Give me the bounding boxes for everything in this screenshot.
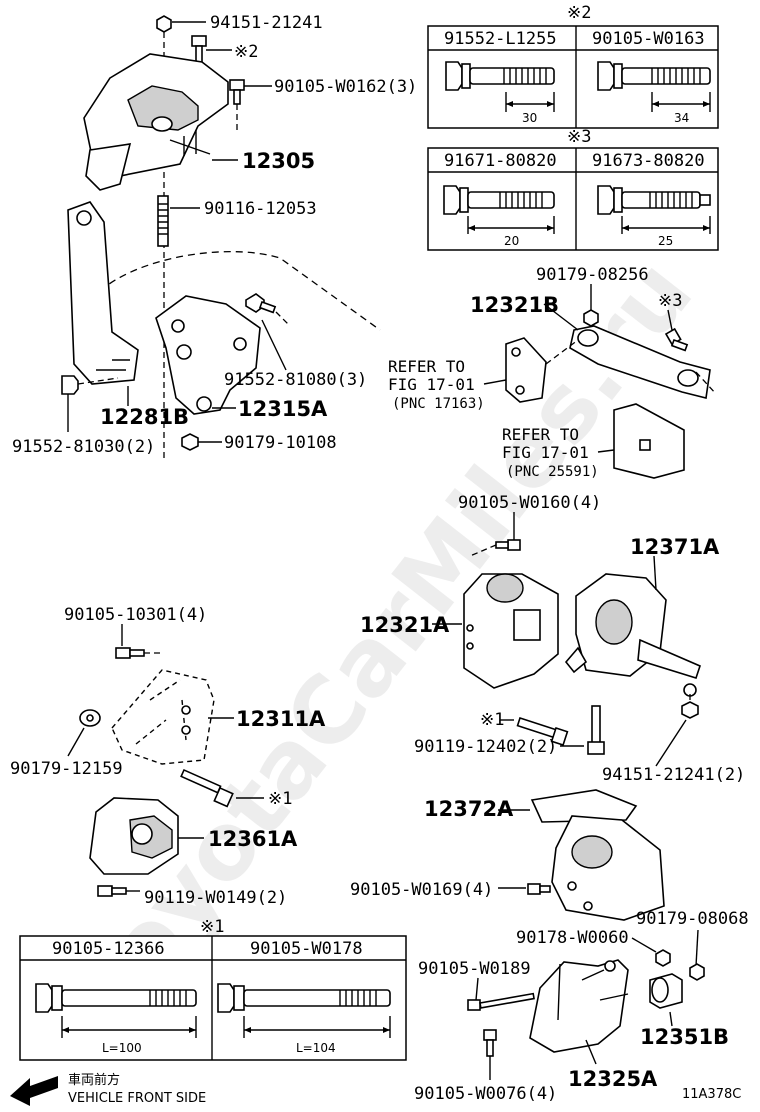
bolt-icon [115,647,145,659]
bolt-icon [664,327,689,352]
refer1-line1: REFER TO [388,357,465,376]
direction-jp: 車両前方 [68,1072,120,1088]
nut-icon [681,701,699,719]
engine-mount-upper-assembly: 94151-21241 ※2 90105-W0162(3) 12305 9011… [12,13,417,460]
bolt-icon [443,185,555,234]
bolt-icon [597,185,711,234]
label-91552-81030: 91552-81030(2) [12,437,155,457]
label-90119-W0149: 90119-W0149(2) [144,888,287,908]
transmission-mount-assembly: 12372A 90105-W0169(4) 90179-08068 90178-… [350,789,749,1104]
label-90119-12402: 90119-12402(2) [414,737,557,757]
label-94151-21241: 94151-21241 [210,13,323,33]
bolt-icon [483,1029,497,1057]
label-90105-W0189: 90105-W0189 [418,959,531,979]
refer2-line3: (PNC 25591) [506,464,599,480]
label-90116-12053: 90116-12053 [204,199,317,219]
refer1-line3: (PNC 17163) [392,396,485,412]
label-12315A: 12315A [238,397,328,421]
table-note2-dim-2: 34 [674,111,689,125]
label-12371A: 12371A [630,535,720,559]
nut-icon [689,963,705,981]
table-note1-part-2: 90105-W0178 [250,939,363,959]
label-12321A: 12321A [360,613,450,637]
label-note1-b: ※1 [268,789,292,809]
label-12321B: 12321B [470,293,559,317]
bolt-table-note1: ※1 90105-12366 90105-W0178 L=100 L=10 [19,917,407,1061]
bolt-icon [191,35,207,67]
bolt-icon [229,79,245,105]
bolt-icon [217,983,391,1038]
diagram-code: 11A378C [682,1087,741,1102]
bolt-icon [97,885,127,897]
table-note3-part-1: 91671-80820 [444,151,557,171]
refer2-line2: FIG 17-01 [502,443,589,462]
table-note3-part-2: 91673-80820 [592,151,705,171]
table-note2-mark: ※2 [567,3,591,23]
bolt-icon [516,705,605,755]
label-90179-08068: 90179-08068 [636,909,749,929]
bolt-table-note3: ※3 91671-80820 91673-80820 20 [427,127,719,251]
refer-block-1: REFER TO FIG 17-01 (PNC 17163) [388,357,507,412]
refer1-line2: FIG 17-01 [388,375,475,394]
label-12305: 12305 [242,149,315,173]
stud-icon [157,195,169,247]
label-12325A: 12325A [568,1067,658,1091]
label-90179-12159: 90179-12159 [10,759,123,779]
engine-mount-12321A-assembly: 90105-W0160(4) 12321A 12371A ※1 90119-12… [360,493,745,785]
label-90105-W0160: 90105-W0160(4) [458,493,601,513]
table-note3-mark: ※3 [567,127,591,147]
bolt-icon [180,768,234,808]
nut-icon [181,433,199,451]
bolt-icon [495,539,521,551]
bolt-icon [467,992,535,1011]
label-94151-21241-2: 94151-21241(2) [602,765,745,785]
arrow-left-icon [10,1076,58,1106]
bolt-table-note2: ※2 91552-L1255 90105-W0163 30 [427,3,719,129]
bolt-icon [527,883,551,895]
table-note2-dim-1: 30 [522,111,537,125]
torque-rod-assembly: 12321B 90179-08256 ※3 [470,265,717,479]
label-12351B: 12351B [640,1025,729,1049]
label-12361A: 12361A [208,827,298,851]
direction-en: VEHICLE FRONT SIDE [68,1091,206,1106]
refer-block-2: REFER TO FIG 17-01 (PNC 25591) [502,425,615,480]
label-note1-a: ※1 [480,710,504,730]
table-note1-mark: ※1 [200,917,224,937]
vehicle-front-indicator: 車両前方 VEHICLE FRONT SIDE [10,1072,206,1106]
bolt-icon [61,375,79,395]
label-note2: ※2 [234,42,258,62]
label-12372A: 12372A [424,797,514,821]
label-90105-W0169: 90105-W0169(4) [350,880,493,900]
nut-icon [156,15,172,33]
table-note1-dim-2: L=104 [296,1041,336,1055]
engine-mount-12311A-assembly: 90105-10301(4) 12311A 90179-12159 ※1 [10,605,326,908]
label-90179-10108: 90179-10108 [224,433,337,453]
label-91552-81080: 91552-81080(3) [224,370,367,390]
table-note1-part-1: 90105-12366 [52,939,165,959]
bolt-icon [35,983,197,1038]
label-90179-08256: 90179-08256 [536,265,649,285]
table-note1-dim-1: L=100 [102,1041,142,1055]
bolt-icon [597,61,711,112]
label-90105-W0162: 90105-W0162(3) [274,77,417,97]
label-90178-W0060: 90178-W0060 [516,928,629,948]
label-12311A: 12311A [236,707,326,731]
table-note3-dim-2: 25 [658,234,673,248]
label-note3: ※3 [658,291,682,311]
nut-icon [583,309,599,327]
nut-icon [79,709,101,727]
nut-icon [655,949,671,967]
table-note2-part-2: 90105-W0163 [592,29,705,49]
label-90105-10301: 90105-10301(4) [64,605,207,625]
table-note2-part-1: 91552-L1255 [444,29,557,49]
table-note3-dim-1: 20 [504,234,519,248]
bolt-icon [445,61,555,112]
label-12281B: 12281B [100,405,189,429]
label-90105-W0076: 90105-W0076(4) [414,1084,557,1104]
bolt-icon [245,293,277,314]
refer2-line1: REFER TO [502,425,579,444]
